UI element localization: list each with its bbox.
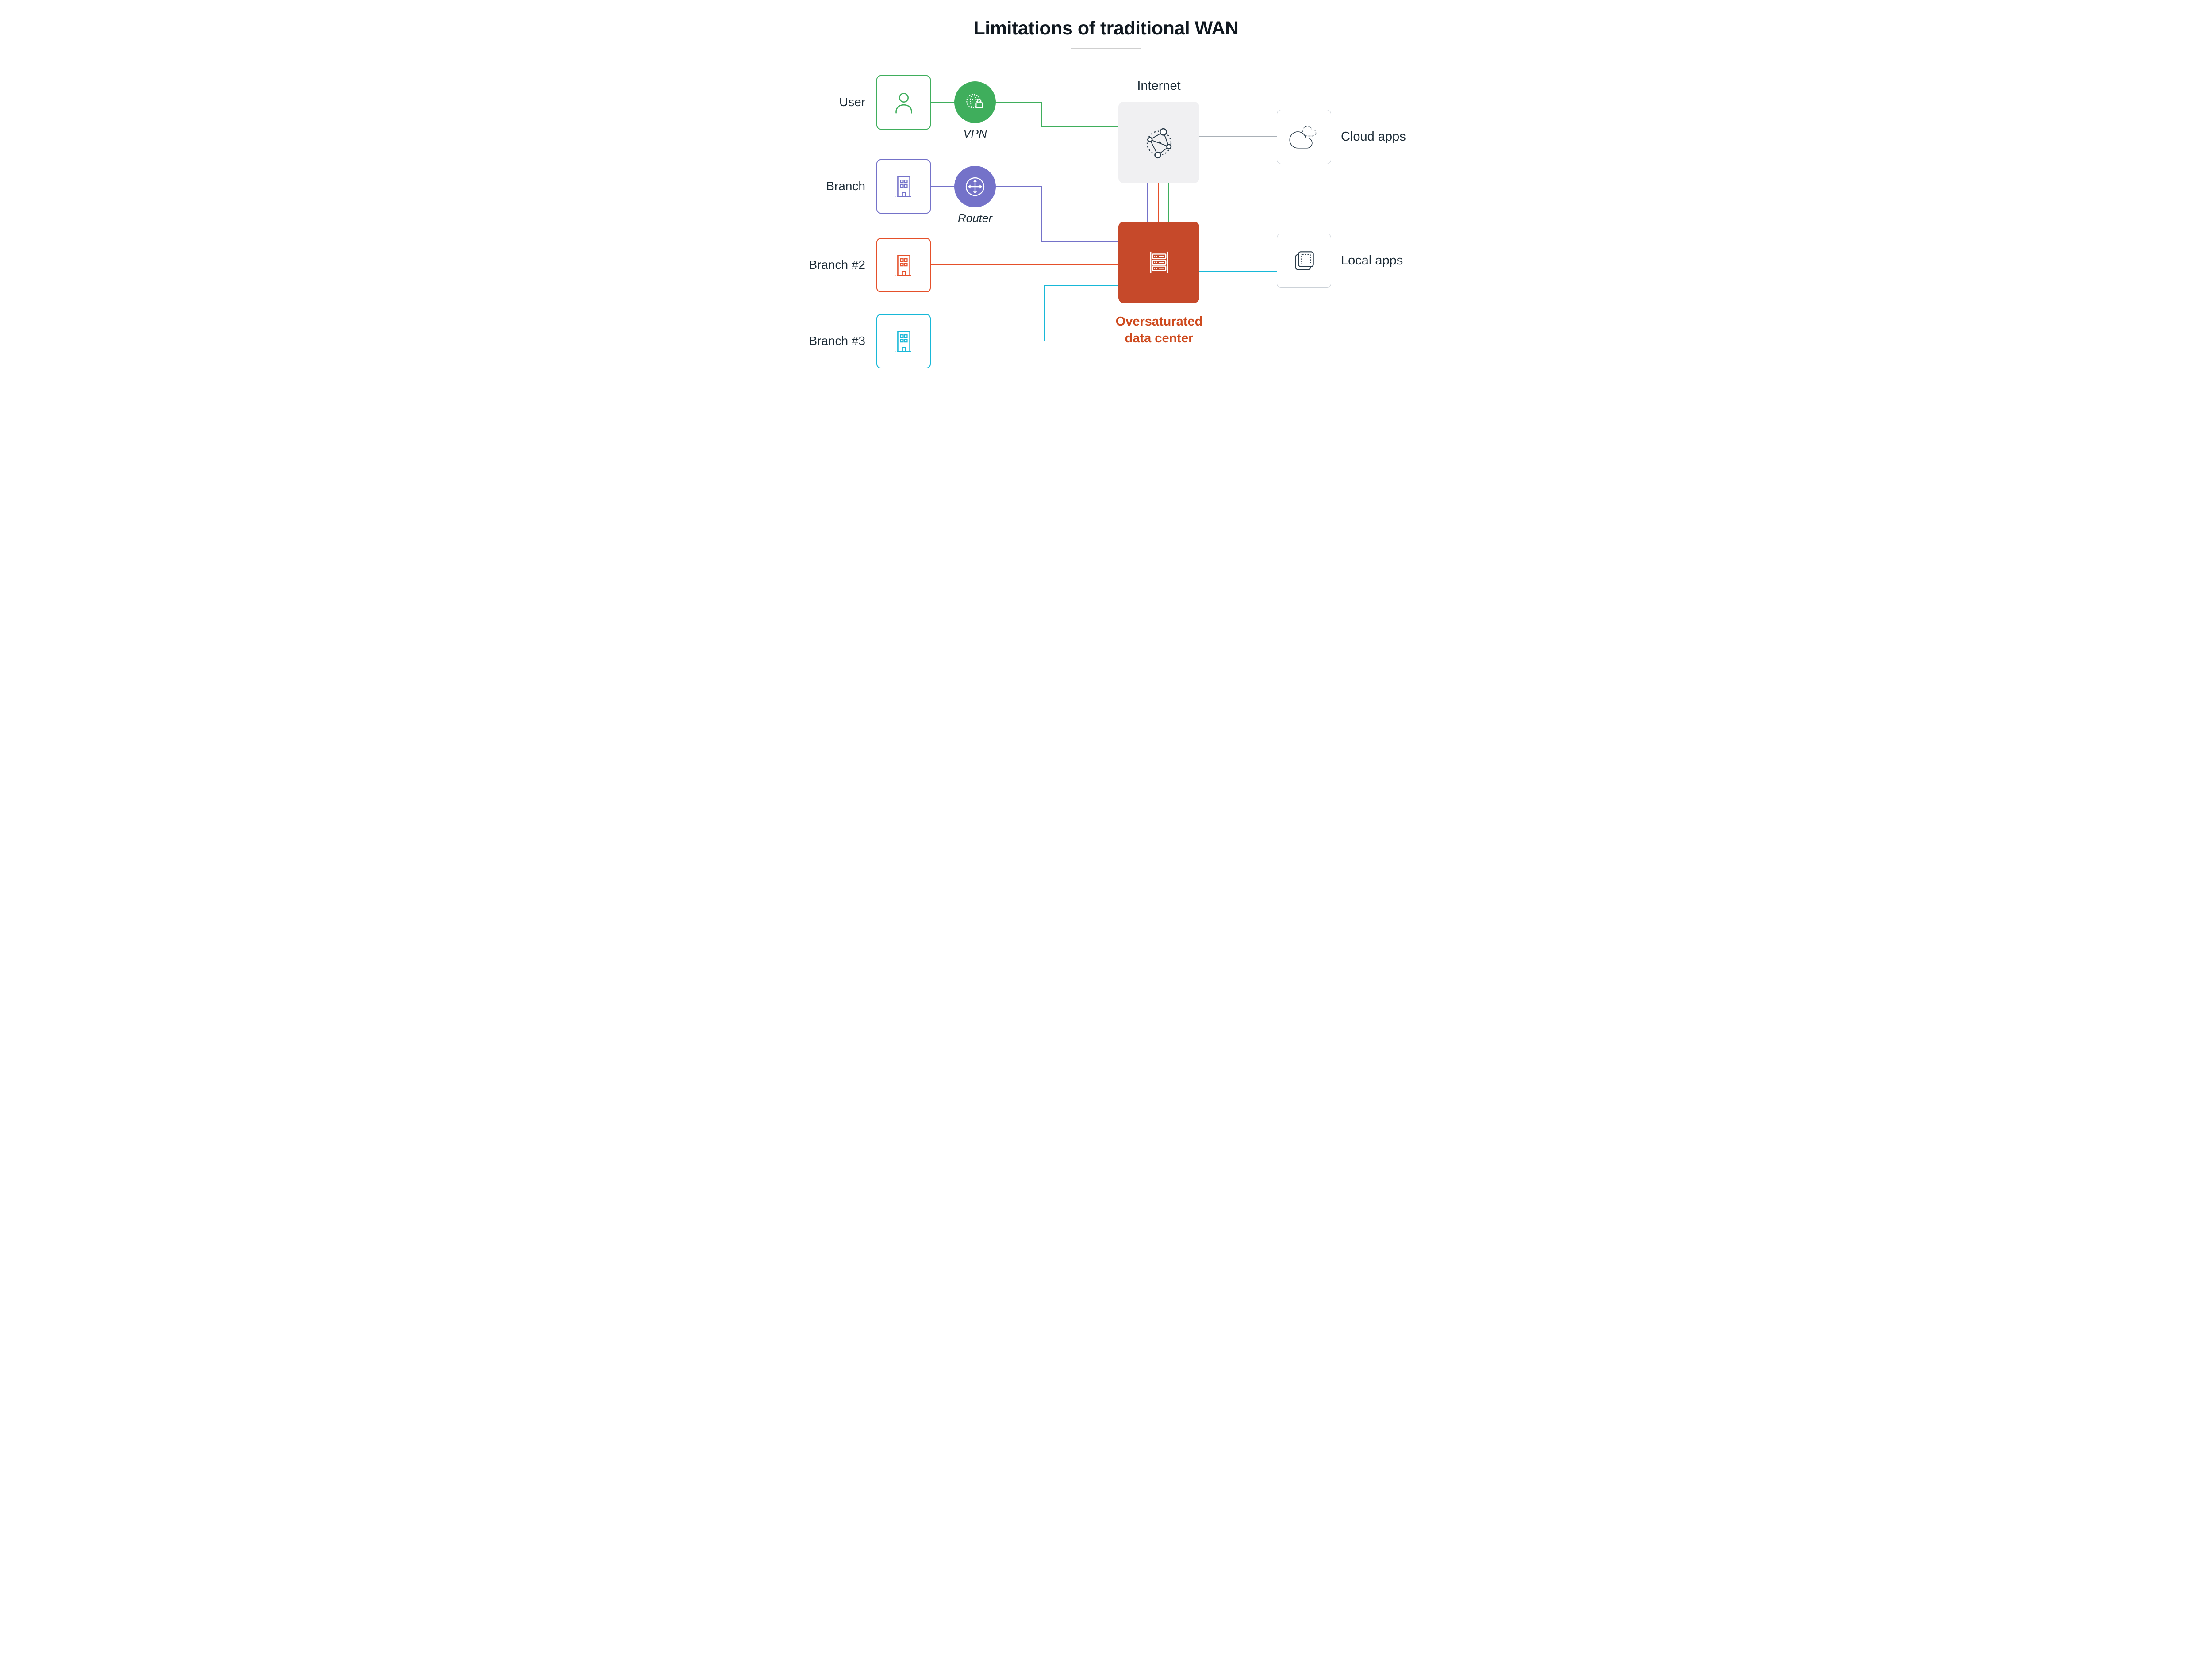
title-underline: [1071, 48, 1141, 49]
local-apps-label: Local apps: [1341, 253, 1403, 268]
branch3-node: [876, 314, 931, 368]
cloud-apps-node: [1277, 110, 1331, 164]
vpn-badge: [954, 81, 996, 123]
local-apps-node: [1277, 234, 1331, 288]
datacenter-node: [1118, 222, 1199, 303]
datacenter-caption-line1: Oversaturated: [1115, 314, 1203, 329]
connector-branch3-datacenter: [931, 285, 1118, 341]
diagram-title: Limitations of traditional WAN: [973, 18, 1239, 39]
router-label: Router: [957, 211, 993, 225]
branch2-node: [876, 238, 931, 292]
person-icon: [895, 92, 912, 114]
server-rack-icon: [1149, 251, 1168, 273]
cloud-apps-label: Cloud apps: [1341, 130, 1406, 144]
internet-label: Internet: [1137, 79, 1181, 93]
router-badge: [954, 166, 996, 207]
user-node: [876, 75, 931, 130]
vpn-label: VPN: [963, 127, 987, 140]
building-icon: [894, 176, 913, 197]
router-arrows-icon: [965, 177, 985, 196]
branch2-label: Branch #2: [809, 258, 865, 272]
diagram-canvas: Limitations of traditional WAN User Bran…: [759, 0, 1453, 390]
branch-label: Branch: [826, 179, 865, 193]
user-label: User: [839, 95, 865, 109]
building-icon: [894, 254, 913, 276]
building-icon: [894, 330, 913, 352]
internet-node: [1118, 102, 1199, 183]
datacenter-caption-line2: data center: [1125, 331, 1194, 345]
cloud-icon: [1287, 124, 1321, 150]
branch3-label: Branch #3: [809, 334, 865, 348]
datacenter-caption: Oversaturated data center: [1092, 313, 1226, 347]
branch-node: [876, 159, 931, 214]
stacked-squares-icon: [1295, 251, 1314, 270]
globe-lock-icon: [966, 94, 983, 108]
network-globe-icon: [1146, 128, 1171, 159]
